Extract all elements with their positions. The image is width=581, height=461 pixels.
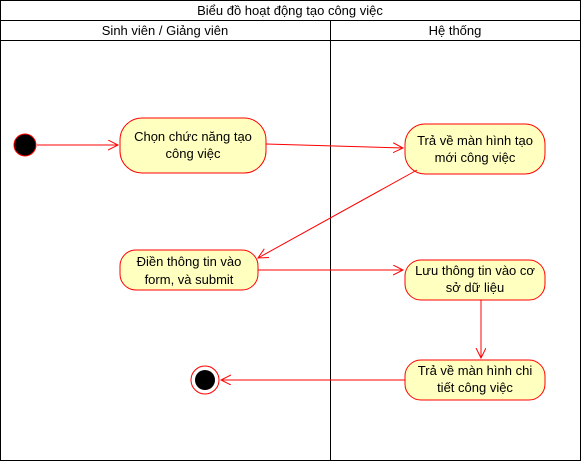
lane-header-user: Sinh viên / Giảng viên (102, 23, 228, 38)
final-node (190, 365, 220, 395)
activity-fill-form: Điền thông tin vào form, và submit (119, 249, 259, 291)
activity-return1-line1: Trả về màn hình tạo (417, 133, 533, 148)
activity-fill-line2: form, và submit (145, 272, 234, 287)
activity-choose-function: Chọn chức năng tạo công việc (119, 117, 267, 174)
lane-header-system: Hệ thống (429, 23, 482, 38)
activity-return-create-screen: Trả về màn hình tạo mới công việc (404, 123, 546, 175)
activity-save-line1: Lưu thông tin vào cơ (415, 263, 535, 278)
activity-save-database: Lưu thông tin vào cơ sở dữ liệu (404, 259, 546, 301)
activity-return-detail-screen: Trả về màn hình chi tiết công việc (404, 359, 546, 401)
transition-choose-to-return1 (265, 144, 403, 148)
activity-save-line2: sở dữ liệu (446, 280, 504, 295)
activity-return2-line2: tiết công việc (437, 380, 513, 395)
activity-return1-line2: mới công việc (435, 150, 516, 165)
activity-fill-line1: Điền thông tin vào (137, 254, 242, 269)
activity-choose-line1: Chọn chức năng tạo (134, 129, 252, 144)
transition-return1-to-fill (258, 169, 418, 258)
activity-choose-line2: công việc (166, 146, 221, 161)
initial-node (13, 133, 37, 157)
diagram-title: Biểu đồ hoạt động tạo công việc (197, 3, 383, 18)
activity-return2-line1: Trả về màn hình chi (418, 363, 533, 378)
